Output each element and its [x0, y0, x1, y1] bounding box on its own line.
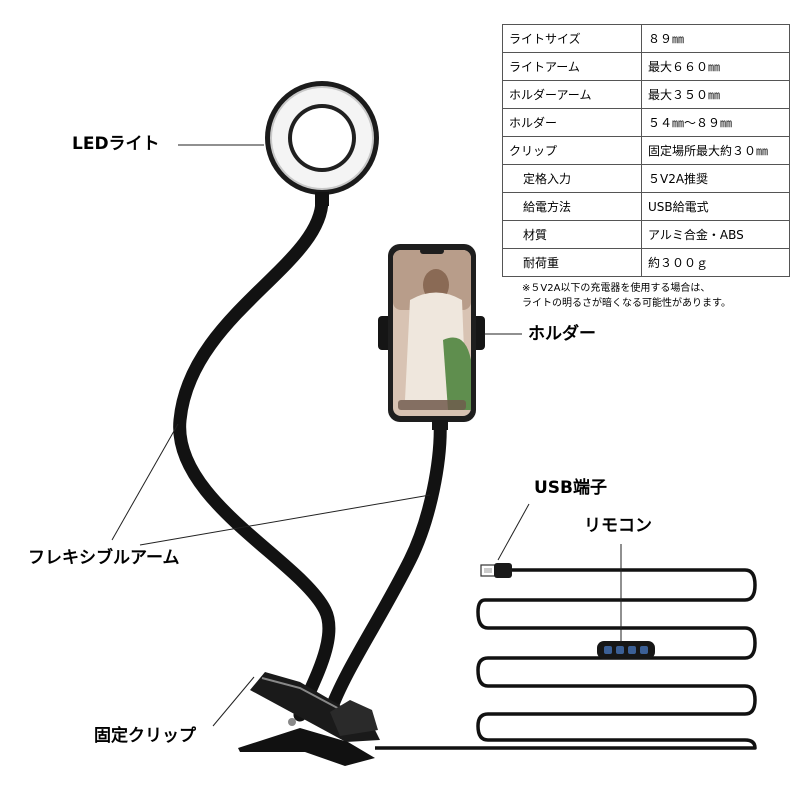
remote-label: リモコン: [584, 516, 652, 536]
spec-note: ※５V2A以下の充電器を使用する場合は、 ライトの明るさが暗くなる可能性がありま…: [522, 281, 731, 311]
phone-holder: [378, 244, 485, 430]
spec-value: ５V2A推奨: [641, 164, 790, 193]
remote-control: [597, 641, 655, 659]
led-light-label: LEDライト: [72, 134, 160, 154]
spec-value: アルミ合金・ABS: [641, 220, 790, 249]
spec-key: ホルダーアーム: [502, 80, 642, 109]
spec-value: ５４㎜～８９㎜: [641, 108, 790, 137]
spec-value: 最大６６０㎜: [641, 52, 790, 81]
spec-row: ライトアーム最大６６０㎜: [502, 52, 790, 81]
spec-key: 耐荷重: [502, 248, 642, 277]
spec-row: 材質アルミ合金・ABS: [502, 220, 790, 249]
spec-row: 耐荷重約３００ｇ: [502, 248, 790, 277]
spec-key: ライトアーム: [502, 52, 642, 81]
spec-key: 給電方法: [502, 192, 642, 221]
spec-note-line: ライトの明るさが暗くなる可能性があります。: [522, 298, 731, 309]
flexible-arm-label: フレキシブルアーム: [28, 548, 180, 568]
holder-gooseneck: [323, 413, 447, 719]
spec-value: ８９㎜: [641, 24, 790, 53]
spec-value: USB給電式: [641, 192, 790, 221]
clamp-clip: [238, 672, 380, 766]
spec-value: 最大３５０㎜: [641, 80, 790, 109]
spec-row: ホルダーアーム最大３５０㎜: [502, 80, 790, 109]
usb-port-label: USB端子: [534, 478, 608, 498]
spec-value: 固定場所最大約３０㎜: [641, 136, 790, 165]
spec-key: ライトサイズ: [502, 24, 642, 53]
fixed-clip-label: 固定クリップ: [94, 726, 196, 746]
spec-note-line: ※５V2A以下の充電器を使用する場合は、: [522, 283, 711, 294]
spec-row: クリップ固定場所最大約３０㎜: [502, 136, 790, 165]
holder-label: ホルダー: [528, 324, 596, 344]
spec-key: 材質: [502, 220, 642, 249]
usb-plug: [480, 563, 512, 578]
spec-value: 約３００ｇ: [641, 248, 790, 277]
spec-key: クリップ: [502, 136, 642, 165]
callout-lines: [111, 144, 622, 727]
spec-key: ホルダー: [502, 108, 642, 137]
light-gooseneck: [173, 193, 336, 722]
spec-key: 定格入力: [502, 164, 642, 193]
led-ring-light: [265, 81, 379, 206]
usb-cable: [375, 568, 757, 750]
